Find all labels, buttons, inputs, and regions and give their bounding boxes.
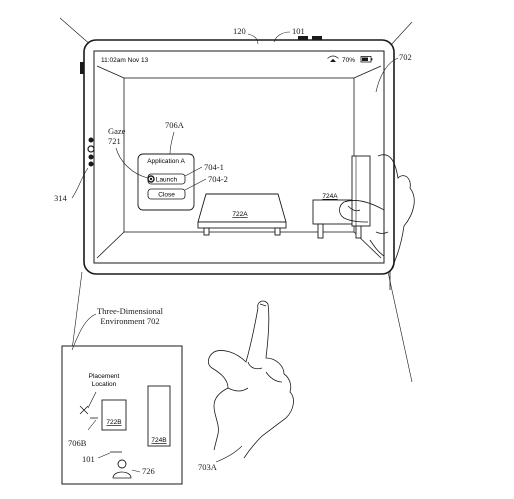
- gaze-label: Gaze: [108, 126, 126, 136]
- wifi-icon: [327, 55, 339, 62]
- virtual-box: 724A: [312, 155, 371, 239]
- inset-title-line2: Environment 702: [100, 316, 159, 326]
- ref-726: 726: [142, 466, 155, 476]
- sensor-dot: [88, 154, 94, 160]
- inset-table-label: 722B: [106, 419, 121, 426]
- ref-721: 721: [108, 136, 121, 146]
- perspective-lines: [59, 17, 413, 383]
- status-time: 11:02am Nov 13: [101, 57, 149, 64]
- ref-706b: 706B: [68, 438, 87, 448]
- sensor-dot: [88, 161, 94, 167]
- status-bar: 11:02am Nov 13 70%: [101, 55, 373, 64]
- application-window: Application A Launch Close: [137, 153, 195, 211]
- ref-704-1: 704-1: [204, 162, 224, 172]
- person-icon: [112, 459, 132, 479]
- ref-706a: 706A: [165, 120, 185, 130]
- ref-703a: 703A: [198, 462, 218, 472]
- ref-702: 702: [399, 52, 412, 62]
- window-title: Application A: [147, 158, 185, 165]
- inset-box-label: 724B: [151, 437, 166, 444]
- hand-right: [339, 154, 415, 290]
- inset-title-line1: Three-Dimensional: [97, 306, 164, 316]
- placement-line1: Placement: [89, 373, 120, 380]
- reference-numerals: 120 101 702 706A Gaze 721 704-1 704-2 31…: [54, 26, 412, 476]
- ref-120: 120: [233, 26, 246, 36]
- pointing-hand: [208, 300, 294, 459]
- placement-marker-icon: [79, 405, 89, 415]
- close-label: Close: [158, 192, 175, 199]
- top-button-left[interactable]: [298, 36, 308, 40]
- battery-icon: [360, 56, 373, 63]
- virtual-table: 722A: [197, 193, 287, 236]
- sensor-dot: [88, 137, 94, 143]
- battery-text: 70%: [342, 57, 355, 64]
- side-button[interactable]: [80, 62, 84, 74]
- tablet-device: [80, 36, 395, 275]
- ref-101-inset: 101: [82, 454, 95, 464]
- top-button-right[interactable]: [312, 36, 322, 40]
- room-3d: [96, 65, 382, 259]
- close-button[interactable]: Close: [147, 188, 186, 200]
- placement-line2: Location: [92, 381, 117, 388]
- camera-icon: [87, 145, 95, 153]
- ref-704-2: 704-2: [208, 174, 228, 184]
- table-label: 722A: [232, 211, 248, 218]
- environment-inset: Three-Dimensional Environment 702 Placem…: [61, 306, 183, 485]
- box-label: 724A: [322, 193, 338, 200]
- ref-314: 314: [54, 193, 68, 203]
- launch-label: Launch: [156, 177, 178, 184]
- ref-101: 101: [292, 26, 305, 36]
